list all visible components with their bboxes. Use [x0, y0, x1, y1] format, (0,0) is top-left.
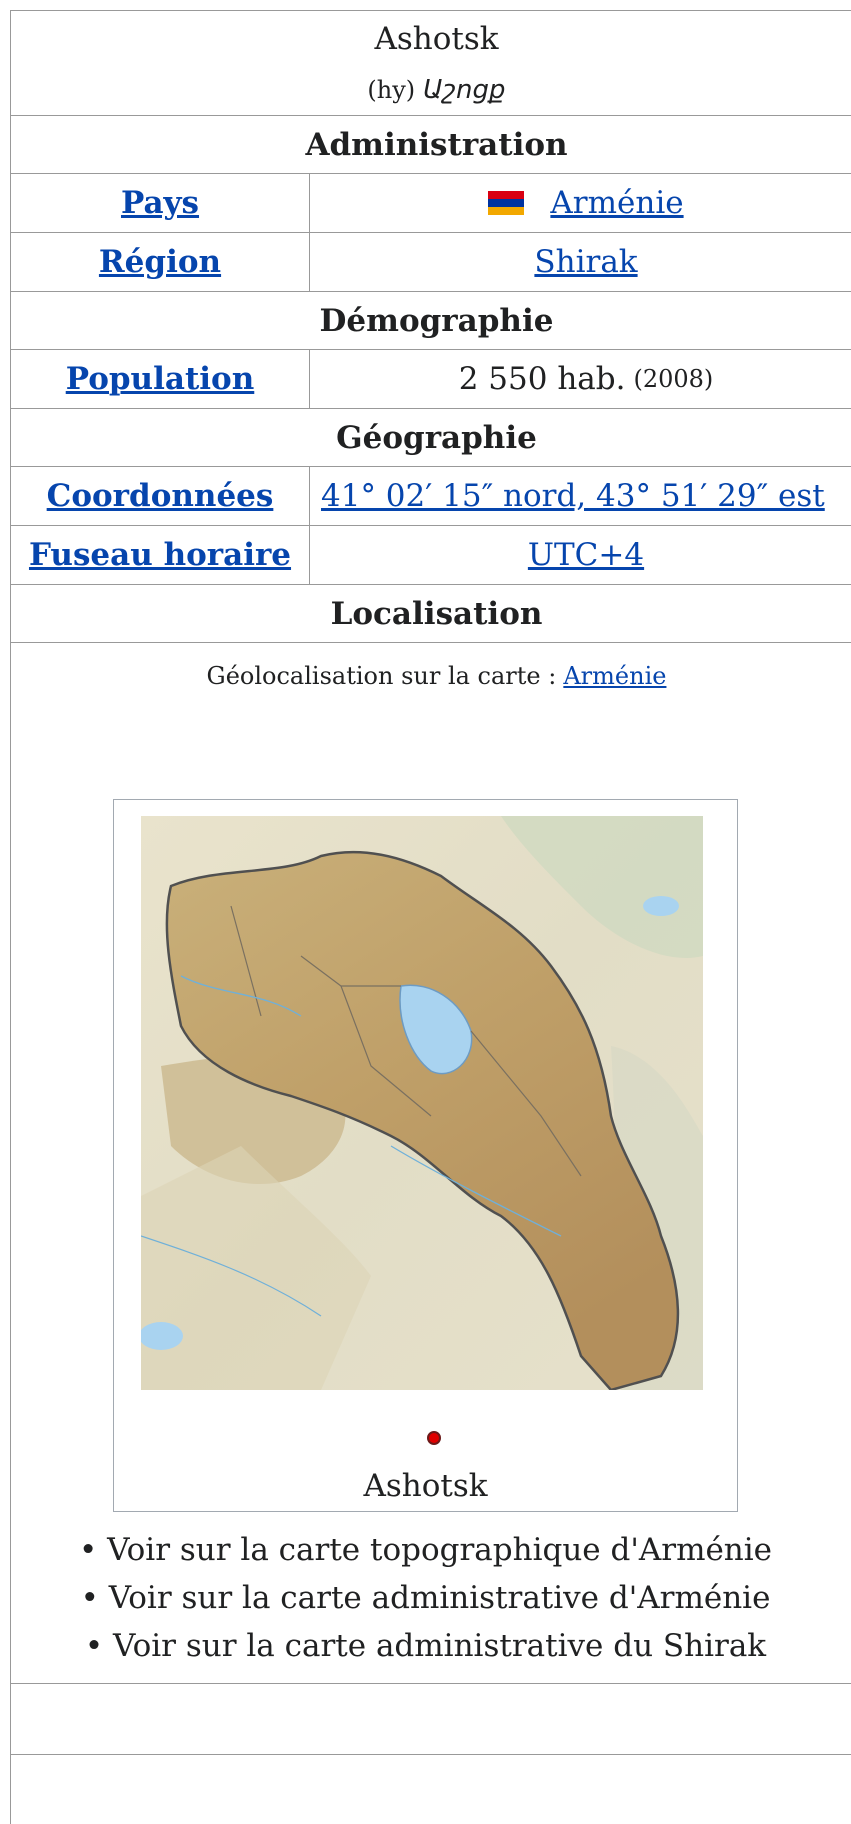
link-carte-topographique[interactable]: • Voir sur la carte topographique d'Armé…: [78, 1532, 773, 1568]
coordonnees-link[interactable]: Coordonnées: [46, 478, 274, 514]
region-link[interactable]: Région: [98, 244, 222, 280]
infobox: Ashotsk (hy) Աշոցք Administration Pays A…: [10, 10, 851, 1824]
value-pays: Arménie: [310, 174, 851, 232]
value-fuseau: UTC+4: [310, 526, 851, 584]
map-frame: [113, 799, 738, 1512]
label-pays: Pays: [11, 174, 309, 232]
label-fuseau: Fuseau horaire: [11, 526, 309, 584]
label-population: Population: [11, 350, 309, 408]
population-value: 2 550 hab.: [458, 361, 626, 397]
native-name: (hy) Աշոցք: [11, 67, 851, 113]
map-armenie-link[interactable]: Arménie: [563, 662, 667, 690]
map-caption-prefix: Géolocalisation sur la carte :: [206, 662, 557, 690]
value-region: Shirak: [310, 233, 851, 291]
value-coordonnees: 41° 02′ 15″ nord, 43° 51′ 29″ est: [310, 467, 851, 525]
armenie-link[interactable]: Arménie: [550, 185, 684, 221]
separator: [10, 1754, 851, 1755]
ashotsk-marker-icon: [427, 1431, 441, 1445]
pays-link[interactable]: Pays: [120, 185, 200, 221]
link-carte-administrative-armenie[interactable]: • Voir sur la carte administrative d'Arm…: [80, 1580, 771, 1616]
label-region: Région: [11, 233, 309, 291]
armenia-relief-map[interactable]: [141, 816, 703, 1390]
native-prefix: (hy): [367, 76, 416, 104]
infobox-title: Ashotsk: [374, 21, 499, 57]
shirak-link[interactable]: Shirak: [534, 244, 638, 280]
separator: [10, 1683, 851, 1684]
map-caption: Géolocalisation sur la carte : Arménie: [11, 651, 851, 701]
section-header-geographie: Géographie: [336, 419, 537, 456]
section-header-localisation: Localisation: [330, 595, 543, 632]
utc-link[interactable]: UTC+4: [527, 537, 645, 573]
section-header-demographie: Démographie: [319, 302, 554, 339]
native-name-text: Աշոցք: [423, 75, 506, 105]
armenia-flag-icon[interactable]: [488, 191, 525, 215]
population-link[interactable]: Population: [65, 361, 255, 397]
fuseau-horaire-link[interactable]: Fuseau horaire: [28, 537, 292, 573]
map-links: • Voir sur la carte topographique d'Armé…: [0, 1526, 851, 1670]
value-population: 2 550 hab. (2008): [310, 350, 851, 408]
coordinates-link[interactable]: 41° 02′ 15″ nord, 43° 51′ 29″ est: [321, 478, 825, 514]
marker-label: Ashotsk: [363, 1468, 488, 1504]
link-carte-administrative-shirak[interactable]: • Voir sur la carte administrative du Sh…: [84, 1628, 767, 1664]
population-year: (2008): [633, 365, 714, 393]
section-header-administration: Administration: [305, 126, 568, 163]
label-coordonnees: Coordonnées: [11, 467, 309, 525]
